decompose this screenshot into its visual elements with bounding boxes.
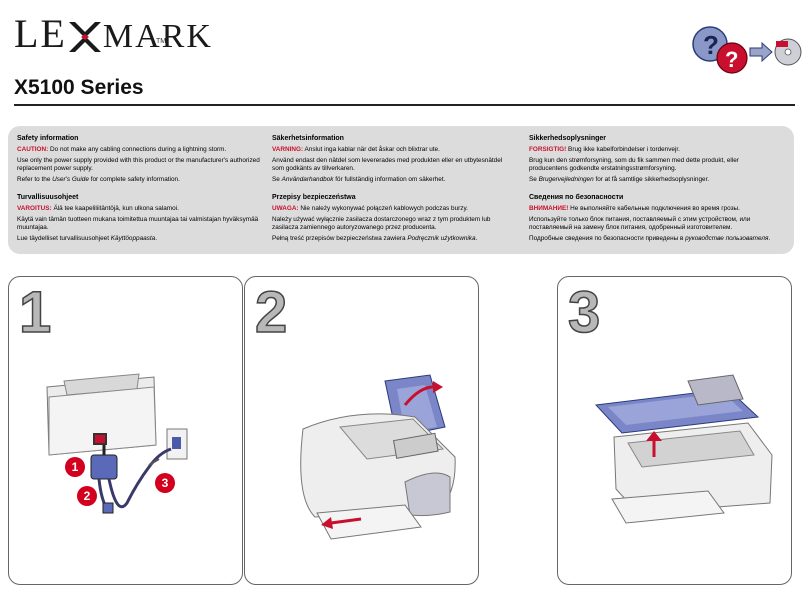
safety-ru: Сведения по безопасности ВНИМАНИЕ! Не вы…	[529, 194, 771, 242]
power-supply	[90, 454, 118, 480]
guide-reference: Användarhandbok	[281, 176, 334, 183]
guide-reference: руководстве пользователя	[685, 235, 769, 242]
cd-disc-icon	[774, 38, 802, 66]
logo-diamond-x	[67, 20, 103, 54]
step-number: 2	[254, 279, 288, 346]
help-question-icon: ? ?	[692, 26, 802, 74]
page-title: X5100 Series	[14, 76, 144, 99]
paper-tray-illustration	[300, 374, 456, 540]
svg-text:?: ?	[725, 47, 738, 72]
step-number: 1	[18, 279, 52, 346]
heading: Turvallisuusohjeet	[17, 194, 79, 201]
output-tray	[316, 504, 422, 540]
safety-en: Safety information CAUTION: Do not make …	[17, 135, 260, 183]
step-number: 3	[567, 279, 601, 346]
guide-reference: User's Guide	[52, 176, 89, 183]
safety-fi: Turvallisuusohjeet VAROITUS: Älä tee kaa…	[17, 194, 259, 242]
guide-reference: Brugervejledningen	[538, 176, 594, 183]
callout-3: 3	[155, 473, 175, 493]
guide-reference: Podręcznik użytkownika	[407, 235, 476, 242]
safety-pl: Przepisy bezpieczeństwa UWAGA: Nie należ…	[272, 194, 515, 246]
step-panel-3: 3	[557, 276, 792, 585]
heading: Säkerhetsinformation	[272, 135, 344, 142]
heading: Сведения по безопасности	[529, 194, 624, 201]
title-rule	[14, 104, 795, 106]
step-panel-1: 1 1 2 3	[8, 276, 243, 585]
callout-2: 2	[77, 486, 97, 506]
control-panel	[392, 432, 439, 459]
open-scanner-illustration	[594, 374, 773, 524]
printer-power-illustration	[46, 373, 188, 514]
step-panel-2: 2	[244, 276, 479, 585]
heading: Sikkerhedsoplysninger	[529, 135, 607, 142]
safety-da: Sikkerhedsoplysninger FORSIGTIG! Brug ik…	[529, 135, 772, 187]
heading: Przepisy bezpieczeństwa	[272, 194, 356, 201]
safety-information-box: Safety information CAUTION: Do not make …	[8, 126, 794, 254]
arrow-right-icon	[749, 41, 773, 63]
svg-text:?: ?	[703, 30, 719, 60]
callout-1: 1	[65, 457, 85, 477]
trademark: TM	[156, 38, 167, 45]
guide-reference: Käyttöoppaasta	[110, 235, 156, 242]
safety-sv: Säkerhetsinformation VARNING: Anslut ing…	[272, 135, 515, 187]
heading: Safety information	[17, 135, 79, 142]
